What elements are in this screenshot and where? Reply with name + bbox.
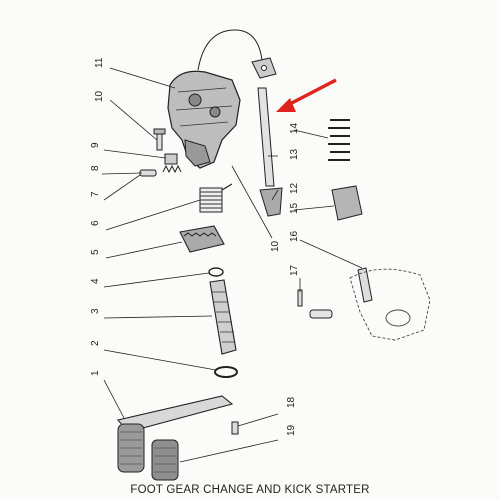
part-12-fork xyxy=(259,187,283,217)
diagram-caption: FOOT GEAR CHANGE AND KICK STARTER xyxy=(130,484,370,496)
label-11: 11 xyxy=(94,57,105,68)
label-6: 6 xyxy=(90,220,101,226)
label-13: 13 xyxy=(289,148,300,160)
cable-and-clevis xyxy=(197,29,277,79)
part-18-bolt xyxy=(231,421,239,435)
label-12: 12 xyxy=(289,182,300,194)
label-1: 1 xyxy=(90,370,101,376)
part-3-kickstart-shaft xyxy=(209,279,237,355)
label-16: 16 xyxy=(289,230,300,242)
part-2-seal-ring xyxy=(214,366,238,378)
red-arrow-indicator xyxy=(276,78,337,112)
part-9-fitting xyxy=(164,153,178,165)
label-15: 15 xyxy=(289,202,300,214)
part-4-circlip xyxy=(208,267,224,277)
label-17: 17 xyxy=(289,264,300,276)
part-1-kickstart-lever xyxy=(117,395,234,473)
part-19-rubber-grip xyxy=(151,439,179,481)
label-10-lower: 10 xyxy=(270,240,281,252)
part-7-plunger xyxy=(139,169,157,177)
label-19: 19 xyxy=(286,424,297,436)
label-18: 18 xyxy=(286,396,297,408)
part-14-spring xyxy=(328,119,350,161)
part-13-selector-rod xyxy=(257,87,275,187)
part-16-pin-and-case xyxy=(349,267,431,341)
part-5-ratchet-gear xyxy=(179,225,225,253)
part-17-small-pin xyxy=(297,289,333,319)
part-6-return-spring xyxy=(199,183,233,213)
label-7: 7 xyxy=(90,191,101,197)
label-5: 5 xyxy=(90,249,101,255)
part-11-housing xyxy=(167,70,241,169)
label-8: 8 xyxy=(90,165,101,171)
label-10-upper: 10 xyxy=(94,90,105,102)
part-8-spring xyxy=(162,164,182,174)
label-14: 14 xyxy=(289,122,300,134)
label-3: 3 xyxy=(90,308,101,314)
part-15-selector-body xyxy=(331,185,363,221)
label-2: 2 xyxy=(90,340,101,346)
part-10-bolt-upper xyxy=(153,128,166,151)
label-9: 9 xyxy=(90,142,101,148)
label-4: 4 xyxy=(90,278,101,284)
